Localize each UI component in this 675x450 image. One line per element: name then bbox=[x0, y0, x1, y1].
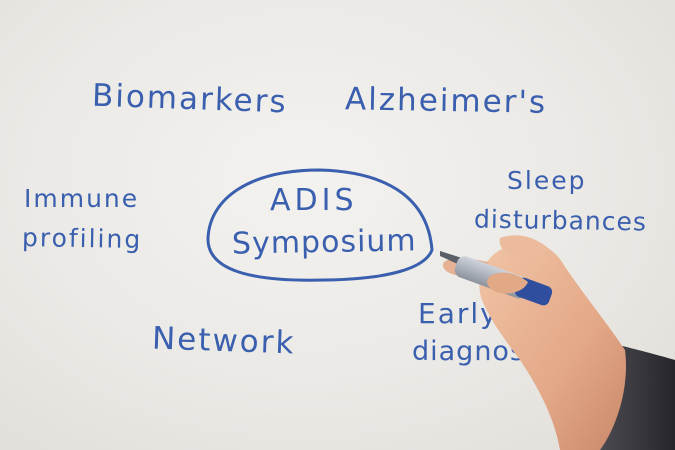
word-early: Early bbox=[418, 297, 499, 330]
word-adis: ADIS bbox=[270, 183, 358, 218]
thumb bbox=[499, 235, 548, 257]
middle-finger bbox=[487, 272, 528, 294]
word-immune: Immune bbox=[24, 184, 140, 213]
ellipse-outline bbox=[206, 168, 434, 282]
word-sleep: Sleep bbox=[507, 166, 587, 195]
